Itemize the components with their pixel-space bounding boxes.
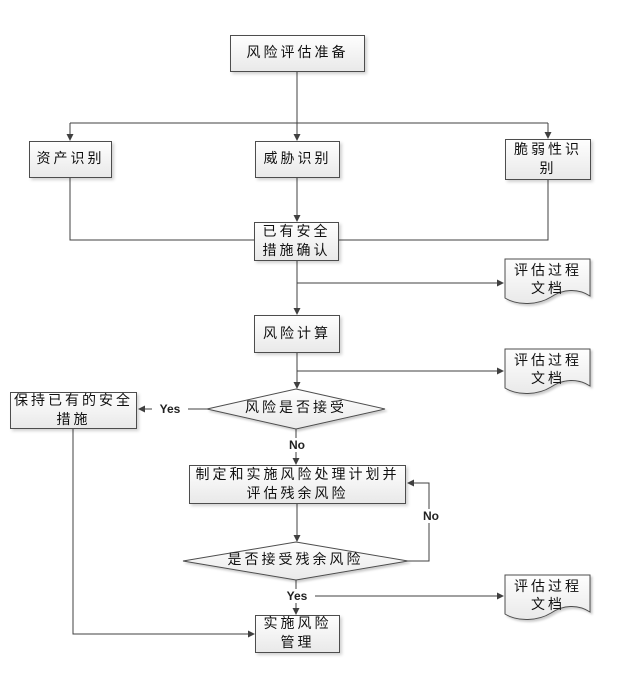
arrow-down-icon [292,458,300,465]
arrow-down-icon [293,382,301,389]
arrow-down-icon [293,134,301,141]
arrow-right-icon [497,279,504,287]
arrowhead-group [66,132,552,638]
arrow-left-icon [407,479,414,487]
edge-label-no-residual: No [416,509,446,523]
arrow-right-icon [497,367,504,375]
node-risk-assessment-preparation: 风险评估准备 [230,35,365,72]
arrow-down-icon [293,535,301,542]
node-existing-controls-confirmation: 已有安全措施确认 [254,222,339,261]
arrow-right-icon [497,592,504,600]
node-implement-risk-management: 实施风险管理 [255,615,340,653]
node-asset-identification: 资产识别 [29,141,112,178]
node-threat-identification: 威胁识别 [255,141,340,178]
decision-diamond-residual-risk [182,541,409,581]
arrow-down-icon [544,132,552,139]
arrow-down-icon [293,215,301,222]
arrow-left-icon [138,405,145,413]
node-vulnerability-identification: 脆弱性识别 [505,139,591,180]
arrow-down-icon [66,134,74,141]
node-keep-existing-controls: 保持已有的安全措施 [10,392,137,429]
arrow-down-icon [293,308,301,315]
decision-diamond-risk-accept [206,388,386,430]
node-risk-calculation: 风险计算 [254,315,340,353]
node-risk-treatment-plan: 制定和实施风险处理计划并评估残余风险 [189,465,406,504]
edge-label-yes-residual: Yes [279,589,315,603]
arrow-down-icon [292,608,300,615]
edge-label-yes-accept: Yes [152,402,188,416]
edge-label-no-accept: No [282,438,312,452]
document-shape-2 [504,348,591,394]
document-shape-1 [504,258,591,304]
arrow-right-icon [248,630,255,638]
document-shape-3 [504,574,591,620]
